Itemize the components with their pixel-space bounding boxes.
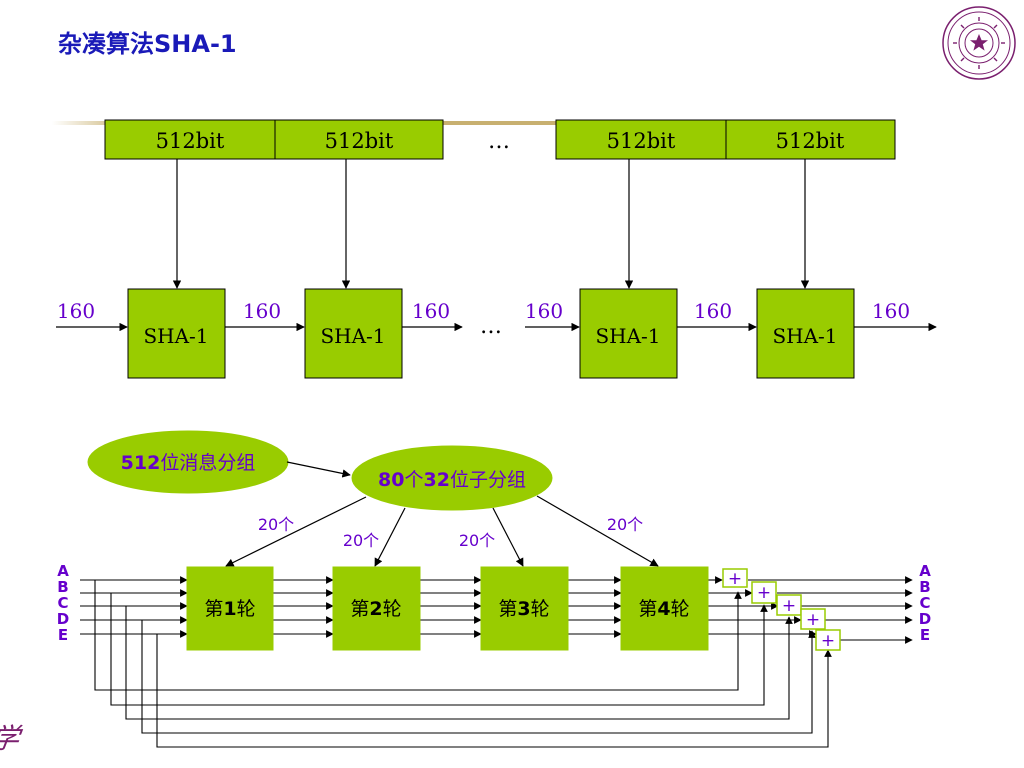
message-block: 512bit [555,119,727,160]
message-group-text: 位消息分组 [160,452,255,474]
block-to-sha-arrows [172,159,810,289]
slide-title: 杂凑算法SHA-1 [58,30,237,58]
round-box: 第3轮 [480,566,569,651]
adder-box: + [800,608,826,630]
round-prefix: 第 [498,598,517,620]
message-block-label: 512bit [776,129,845,153]
adder-symbol: + [757,583,771,603]
subgroup-text: 位子分组 [450,469,526,491]
round-number: 4 [657,598,670,620]
register-label-right: B [919,578,930,596]
register-label-left: C [57,594,68,612]
register-label-right: A [919,562,931,580]
chain-label: 160 [872,299,910,323]
sha1-box-label: SHA-1 [143,324,208,348]
sha1-box: SHA-1 [756,288,855,379]
register-label-left: D [57,610,69,628]
round-prefix: 第 [350,598,369,620]
chain-label: 160 [243,299,281,323]
register-label-right: D [919,610,931,628]
chain-label: 160 [57,299,95,323]
ellipsis-top: … [488,129,510,154]
message-block-label: 512bit [156,129,225,153]
register-flow-lines [80,576,913,644]
register-label-right: E [920,626,930,644]
adder-box: + [751,581,777,604]
adder-box: + [815,629,841,651]
chain-label: 160 [525,299,563,323]
svg-text:第1轮: 第1轮 [204,598,255,620]
round-suffix: 轮 [237,598,256,620]
subgroup-bits: 32 [424,469,450,491]
adder-symbol: + [821,631,835,651]
message-block-label: 512bit [607,129,676,153]
sha1-box: SHA-1 [579,288,678,379]
svg-text:512位消息分组: 512位消息分组 [121,452,256,474]
feedback-lines [94,580,832,748]
ellipse-connector-arrow [286,461,351,478]
adder-symbol: + [728,569,742,589]
message-block: 512bit [104,119,276,160]
decorative-bar [52,121,870,125]
round-count-label: 20个 [258,515,294,534]
message-group-ellipse: 512位消息分组 [87,430,289,494]
svg-text:第4轮: 第4轮 [638,598,689,620]
adder-symbol: + [806,610,820,630]
register-label-left: A [57,562,69,580]
chain-label: 160 [412,299,450,323]
round-box: 第2轮 [332,566,421,651]
round-box: 第1轮 [186,566,274,651]
round-number: 1 [223,598,236,620]
round-suffix: 轮 [531,598,550,620]
sha1-box: SHA-1 [304,288,403,379]
sha1-box-label: SHA-1 [595,324,660,348]
tsinghua-seal-icon [942,6,1016,80]
message-block-label: 512bit [325,129,394,153]
round-count-label: 20个 [459,531,495,550]
adder-box: + [722,568,748,589]
subgroup-ellipse: 80个32位子分组 [351,445,553,511]
round-count-label: 20个 [343,531,379,550]
tsinghua-logo: 清華大学 [0,722,24,755]
sha1-box-label: SHA-1 [320,324,385,348]
sha1-box-label: SHA-1 [772,324,837,348]
register-label-left: E [58,626,68,644]
round-count-label: 20个 [607,515,643,534]
adder-box: + [776,594,802,616]
round-number: 2 [369,598,382,620]
ellipsis-middle: … [480,314,502,339]
chain-label: 160 [694,299,732,323]
adder-symbol: + [782,596,796,616]
svg-text:第2轮: 第2轮 [350,598,401,620]
subgroup-unit: 个 [404,469,423,491]
round-suffix: 轮 [671,598,690,620]
svg-text:第3轮: 第3轮 [498,598,549,620]
round-prefix: 第 [204,598,223,620]
message-block: 512bit [725,119,896,160]
message-block: 512bit [274,119,444,160]
round-prefix: 第 [638,598,657,620]
sha1-box: SHA-1 [127,288,226,379]
round-number: 3 [517,598,530,620]
message-group-bits: 512 [121,452,161,474]
register-label-right: C [919,594,930,612]
subgroup-to-round-arrows [225,495,659,567]
round-box: 第4轮 [620,566,709,651]
round-suffix: 轮 [383,598,402,620]
svg-text:80个32位子分组: 80个32位子分组 [378,469,526,491]
subgroup-count: 80 [378,469,404,491]
register-label-left: B [57,578,68,596]
